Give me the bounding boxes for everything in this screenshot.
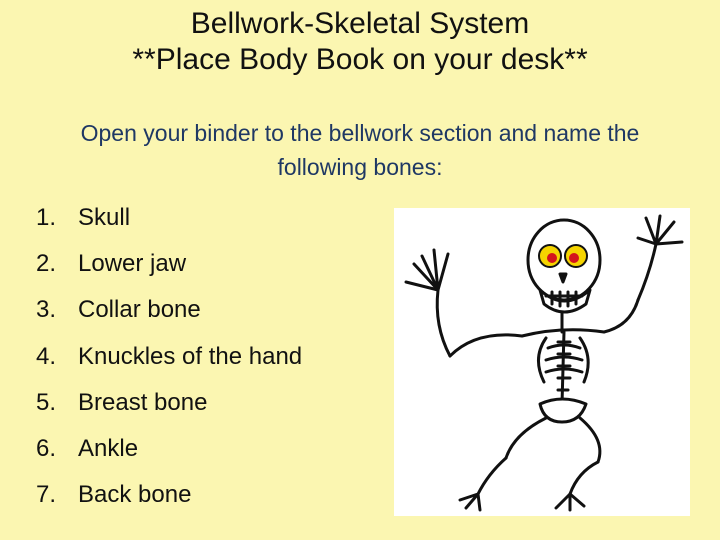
list-item: 5.Breast bone [36,388,208,416]
list-item: 3.Collar bone [36,296,201,324]
list-item: 1.Skull [36,204,131,231]
bone-label: Ankle [78,434,139,462]
title-line-1: Bellwork-Skeletal System [190,7,530,40]
bone-label: Knuckles of the hand [78,342,303,370]
skeleton-illustration [394,208,690,516]
bone-list: 1.Skull 2.Lower jaw 3.Collar bone 4.Knuc… [36,198,302,521]
list-item: 6.Ankle [36,434,139,462]
bone-label: Skull [78,204,131,231]
bone-label: Lower jaw [78,250,187,278]
list-item: 2.Lower jaw [36,250,187,278]
dancing-skeleton-icon [404,214,684,512]
list-item: 7.Back bone [36,481,192,509]
bone-label: Collar bone [78,296,201,324]
bone-label: Breast bone [78,388,208,416]
instruction-text: Open your binder to the bellwork section… [80,120,640,180]
title-line-2: **Place Body Book on your desk** [132,43,588,76]
bone-label: Back bone [78,481,192,509]
slide-title: Bellwork-Skeletal System **Place Body Bo… [0,6,720,78]
list-item: 4.Knuckles of the hand [36,342,303,370]
